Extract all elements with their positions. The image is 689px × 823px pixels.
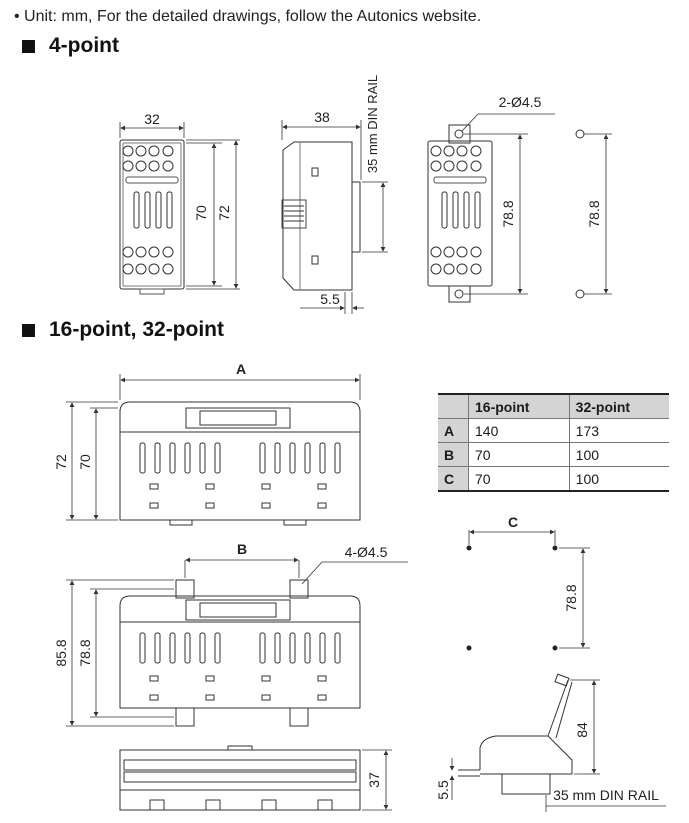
mount-hole-top [575, 129, 585, 139]
16-point-mount-outer-label: 85.8 [53, 639, 69, 666]
16-point-side-height-label: 84 [574, 722, 590, 738]
4-point-front-view [119, 139, 185, 295]
table-cell-32-point: 173 [568, 418, 669, 443]
16-point-mount-view [119, 579, 361, 727]
4-point-depth-label: 38 [314, 109, 330, 125]
section-title-16-32-point-label: 16-point, 32-point [49, 318, 224, 341]
4-point-side-dimensions [281, 120, 388, 314]
16-point-side-dimensions [449, 679, 666, 812]
table-header-32-point: 32-point [568, 393, 669, 419]
dimension-b-label: B [237, 541, 247, 557]
table-row-label: B [438, 442, 469, 467]
section-bullet-square [22, 323, 35, 337]
table-cell-16-point: 70 [468, 442, 570, 467]
mount-hole-bottom [575, 289, 585, 299]
16-point-holes-label: 4-Ø4.5 [345, 544, 388, 560]
table-cell-32-point: 100 [568, 442, 669, 467]
table-cell-16-point: 70 [468, 466, 570, 492]
4-point-pitch-left-label: 78.8 [500, 200, 516, 227]
table-row: A 140 173 [438, 418, 669, 443]
4-point-offset-label: 5.5 [320, 291, 340, 307]
table-cell-32-point: 100 [568, 466, 669, 492]
hole-pattern-dimensions [468, 529, 590, 649]
4-point-din-rail-label: 35 mm DIN RAIL [365, 75, 380, 173]
16-point-front-dimensions [66, 374, 361, 521]
16-point-top-view [119, 745, 361, 811]
16-point-depth-label: 37 [366, 772, 382, 788]
table-row-label: C [438, 466, 469, 492]
16-point-din-rail-label: 35 mm DIN RAIL [553, 787, 659, 803]
4-point-inner-height-label: 70 [193, 205, 209, 221]
section-title-4-point: 4-point [22, 34, 119, 58]
4-point-width-label: 32 [144, 111, 160, 127]
16-point-side-view [458, 673, 573, 795]
table-header-16-point: 16-point [468, 393, 570, 419]
table-cell-16-point: 140 [468, 418, 570, 443]
4-point-front-dimensions [119, 122, 240, 290]
4-point-pitch-right-label: 78.8 [586, 200, 602, 227]
table-header-corner [438, 393, 469, 419]
16-point-side-offset-label: 5.5 [435, 780, 451, 800]
dimension-table: 16-point 32-point A 140 173 B 70 100 C 7… [438, 393, 669, 492]
16-point-mount-inner-label: 78.8 [77, 639, 93, 666]
4-point-mount-dimensions [461, 113, 612, 295]
unit-note: • Unit: mm, For the detailed drawings, f… [14, 8, 482, 25]
section-title-16-32-point: 16-point, 32-point [22, 318, 224, 342]
table-row: B 70 100 [438, 442, 669, 467]
dimension-table-header-row: 16-point 32-point [438, 393, 669, 419]
4-point-outer-height-label: 72 [216, 205, 232, 221]
4-point-holes-label: 2-Ø4.5 [499, 94, 542, 110]
dimension-c-label: C [508, 514, 518, 530]
dimension-a-label: A [236, 361, 246, 377]
16-point-front-view [119, 401, 361, 526]
hole-pattern-pitch-label: 78.8 [563, 584, 579, 611]
16-point-depth-dimensions [362, 749, 392, 811]
4-point-side-view [281, 141, 361, 291]
16-point-inner-height-label: 70 [77, 454, 93, 470]
section-title-4-point-label: 4-point [49, 34, 119, 57]
16-point-outer-height-label: 72 [53, 454, 69, 470]
section-bullet-square [22, 39, 35, 53]
16-point-mount-dimensions [66, 557, 408, 727]
hole-pattern-holes [466, 545, 558, 651]
table-row-label: A [438, 418, 469, 443]
4-point-mount-view [427, 124, 493, 303]
table-row: C 70 100 [438, 466, 669, 492]
